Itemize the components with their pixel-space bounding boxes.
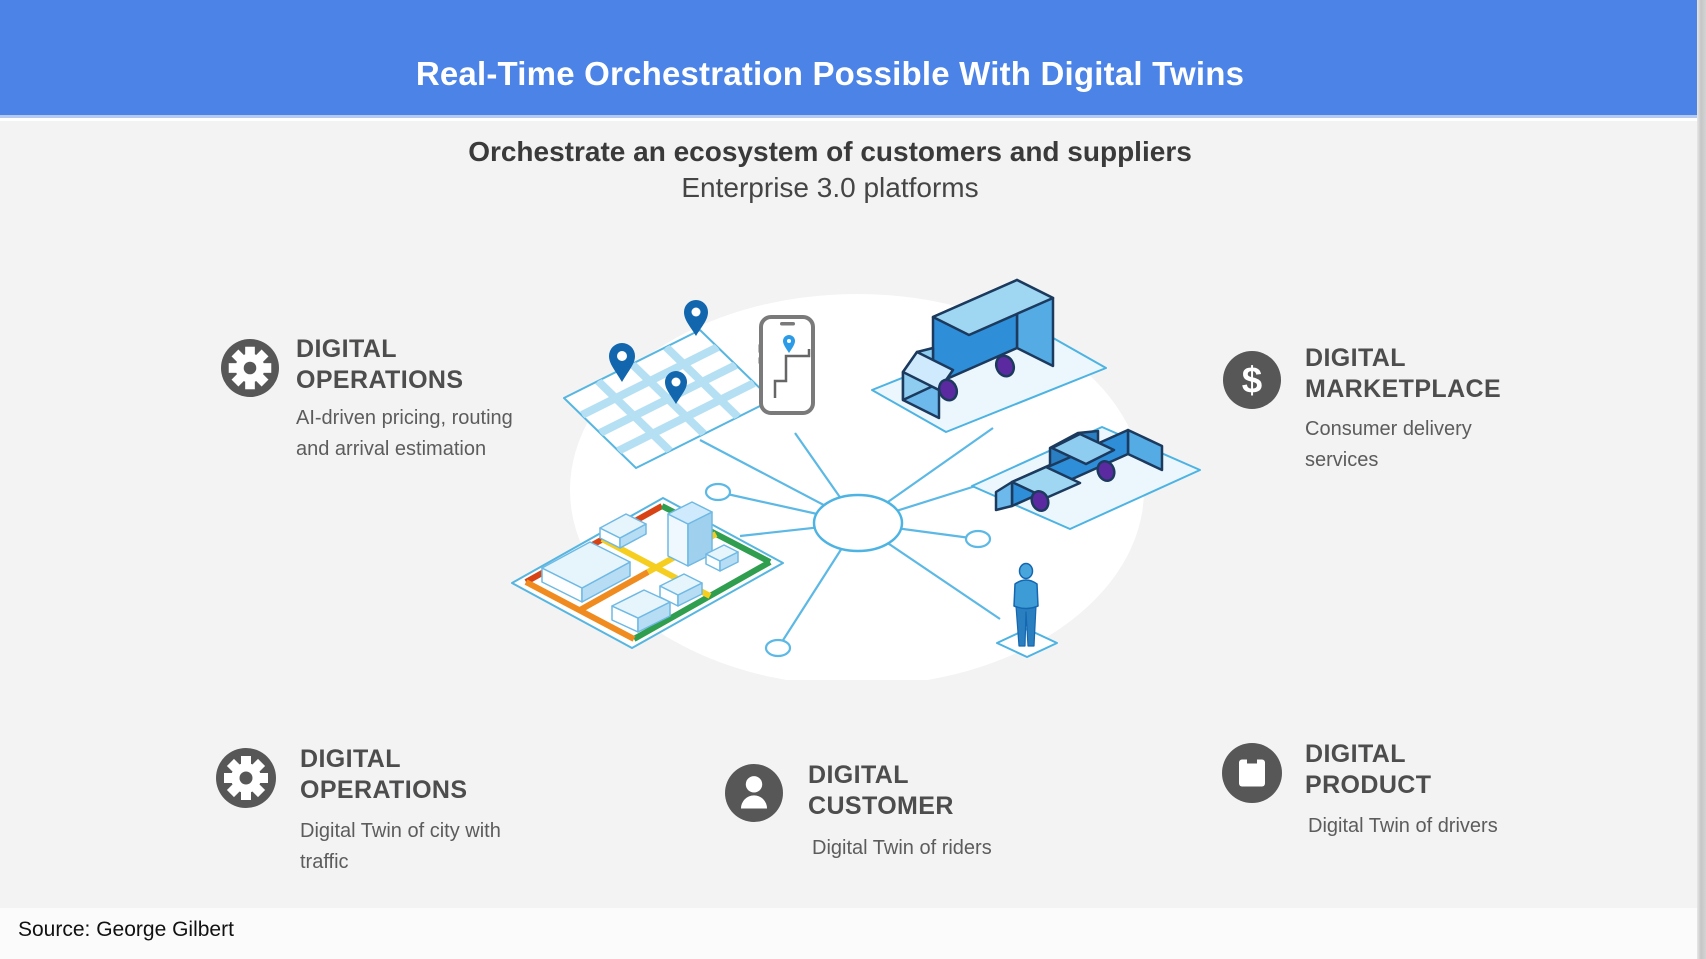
- network-node-circles: [704, 482, 992, 658]
- network-hub: [812, 493, 904, 553]
- city-block-with-traffic: [511, 497, 784, 649]
- hub-spoke-illustration: [511, 278, 1201, 680]
- page-title: Real-Time Orchestration Possible With Di…: [415, 55, 1245, 92]
- car: [971, 426, 1201, 530]
- header-bar: Real-Time Orchestration Possible With Di…: [0, 0, 1697, 118]
- phone-pin-icon: [783, 335, 795, 353]
- delivery-truck: [871, 278, 1107, 433]
- callout-description: Consumer delivery services: [1305, 418, 1472, 471]
- navigation-phone: [758, 315, 815, 415]
- dollar-icon: $: [1223, 351, 1281, 414]
- callout-description: Digital Twin of drivers: [1308, 815, 1498, 837]
- footer-band: [0, 908, 1697, 959]
- map-with-pins: [563, 300, 773, 469]
- callout-title: DIGITAL PRODUCT: [1305, 740, 1432, 799]
- callout-description: Digital Twin of riders: [812, 837, 992, 859]
- gear-icon: [221, 339, 279, 402]
- source-attribution: Source: George Gilbert: [18, 918, 234, 941]
- subtitle-main: Orchestrate an ecosystem of customers an…: [468, 136, 1192, 167]
- package-icon: [1222, 743, 1282, 808]
- callout-title: DIGITAL CUSTOMER: [808, 761, 954, 820]
- rider-person: [996, 562, 1058, 658]
- callout-title: DIGITAL OPERATIONS: [296, 335, 464, 394]
- person-icon: [725, 764, 783, 827]
- subtitle-secondary: Enterprise 3.0 platforms: [681, 172, 979, 203]
- svg-text:$: $: [1242, 360, 1262, 401]
- callout-title: DIGITAL MARKETPLACE: [1305, 344, 1502, 403]
- location-pin-icon: [609, 300, 708, 404]
- callout-title: DIGITAL OPERATIONS: [300, 745, 468, 804]
- callout-description: AI-driven pricing, routing and arrival e…: [296, 407, 513, 460]
- scrollbar-track[interactable]: [1697, 0, 1706, 959]
- gear-icon: [216, 748, 276, 813]
- callout-description: Digital Twin of city with traffic: [300, 820, 501, 873]
